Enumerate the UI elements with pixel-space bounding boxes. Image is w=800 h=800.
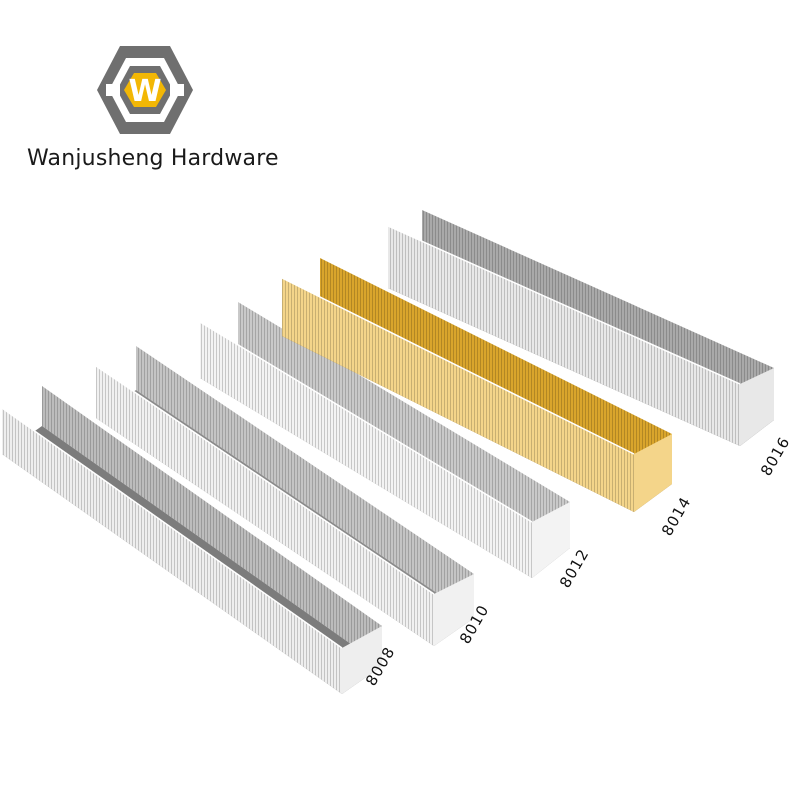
staple-strip-8012	[199, 302, 570, 578]
hexagon-bolt-logo-icon: W	[97, 46, 193, 134]
staple-strip-end	[532, 502, 570, 578]
staple-strip-end	[634, 434, 672, 512]
staple-strip-8016	[387, 210, 774, 446]
staple-strip-front-texture	[200, 322, 532, 578]
staple-strip-8010	[95, 346, 474, 646]
staple-strip-edge-highlight	[199, 321, 533, 523]
staple-strip-back-texture	[238, 302, 570, 548]
staple-strip-back-texture	[42, 386, 382, 666]
staple-strip-back-texture	[320, 258, 672, 484]
staple-strip-8014	[281, 258, 672, 512]
staple-strip-end	[434, 574, 474, 646]
logo-letter: W	[128, 74, 161, 109]
staple-strip-end	[740, 368, 774, 446]
staple-strip-end	[342, 626, 382, 694]
staple-strip-back-texture	[136, 346, 474, 618]
staple-strip-8008	[1, 386, 382, 694]
staple-strip-front-texture	[2, 408, 342, 694]
staple-strip-front-texture	[96, 366, 434, 646]
staple-strip-edge-highlight	[95, 365, 435, 595]
staple-strip-edge-highlight	[281, 277, 635, 455]
staple-strip-edge-highlight	[1, 407, 343, 649]
staple-strip-edge-highlight	[387, 225, 741, 385]
staple-strip-front-texture	[282, 278, 634, 512]
staple-strip-front-texture	[388, 226, 740, 446]
brand-name: Wanjusheng Hardware	[27, 146, 279, 171]
